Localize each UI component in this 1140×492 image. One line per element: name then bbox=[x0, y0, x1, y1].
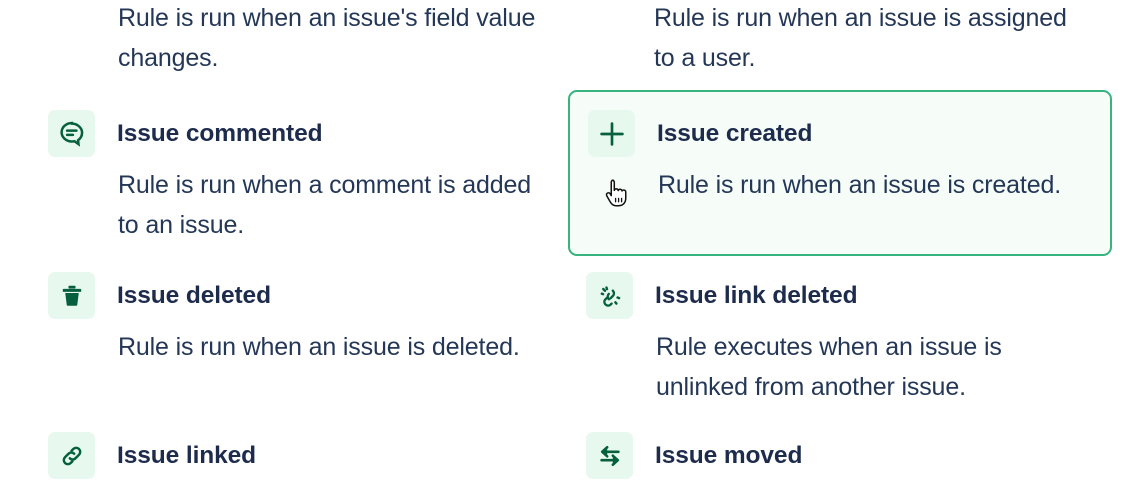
link-icon bbox=[48, 432, 95, 479]
trigger-card-issue-moved[interactable]: Issue moved bbox=[586, 432, 1106, 492]
trigger-description: Rule is run when an issue is deleted. bbox=[118, 333, 520, 361]
trigger-card-issue-link-deleted[interactable]: Issue link deleted Rule executes when an… bbox=[586, 272, 1106, 404]
trigger-description: Rule is run when an issue is created. bbox=[658, 171, 1061, 199]
trigger-title: Issue commented bbox=[117, 120, 323, 147]
trigger-description: Rule is run when a comment is added to a… bbox=[118, 171, 532, 239]
trigger-title: Issue linked bbox=[117, 442, 257, 469]
move-arrows-icon bbox=[586, 432, 633, 479]
trigger-picker-grid: Rule is run when an issue's field value … bbox=[48, 4, 1112, 479]
broken-link-icon bbox=[586, 272, 633, 319]
trigger-description-partial-right: Rule is run when an issue is assigned to… bbox=[654, 4, 1067, 72]
trigger-card-issue-linked[interactable]: Issue linked bbox=[48, 432, 548, 492]
trigger-description: Rule executes when an issue is unlinked … bbox=[656, 333, 1002, 401]
plus-icon bbox=[588, 110, 635, 157]
trigger-card-issue-commented[interactable]: Issue commented Rule is run when a comme… bbox=[48, 110, 548, 242]
trigger-title: Issue deleted bbox=[117, 282, 271, 309]
trigger-title: Issue moved bbox=[655, 442, 803, 469]
trigger-title: Issue link deleted bbox=[655, 282, 858, 309]
trigger-card-issue-deleted[interactable]: Issue deleted Rule is run when an issue … bbox=[48, 272, 548, 404]
trigger-description-partial-left: Rule is run when an issue's field value … bbox=[118, 4, 536, 72]
trash-icon bbox=[48, 272, 95, 319]
comment-icon bbox=[48, 110, 95, 157]
trigger-card-issue-created[interactable]: Issue created Rule is run when an issue … bbox=[568, 90, 1112, 256]
trigger-title: Issue created bbox=[657, 120, 813, 147]
